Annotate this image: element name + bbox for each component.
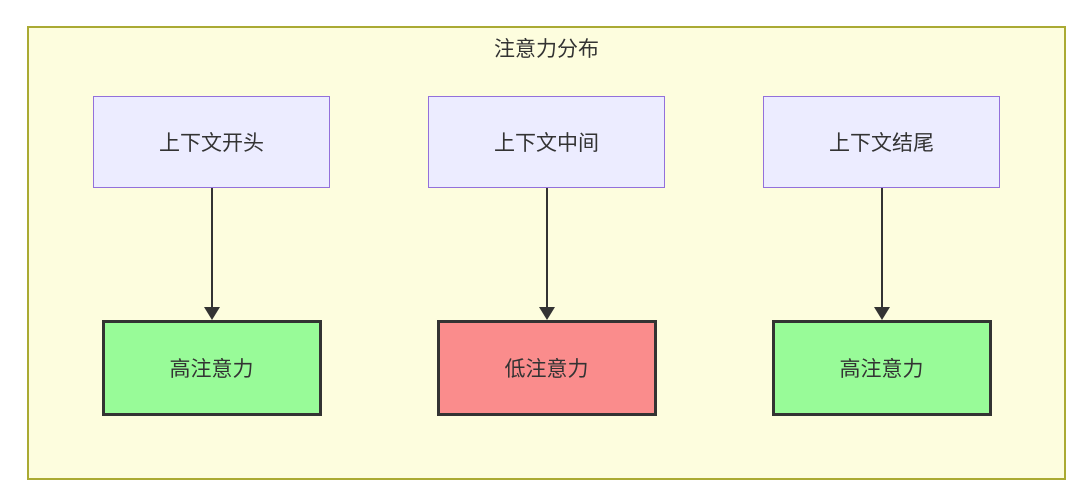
source-node-label: 上下文开头 <box>159 132 264 155</box>
arrow-line <box>545 188 548 308</box>
diagram-column-end: 上下文结尾 高注意力 <box>763 96 1000 416</box>
diagram-columns-row: 上下文开头 高注意力 上下文中间 低注意力 上下文结 <box>29 96 1064 416</box>
diagram-title: 注意力分布 <box>494 38 599 61</box>
arrow-down <box>202 188 222 320</box>
arrow-line <box>210 188 213 308</box>
diagram-column-start: 上下文开头 高注意力 <box>93 96 330 416</box>
target-node-high-attention: 高注意力 <box>771 320 992 416</box>
target-node-low-attention: 低注意力 <box>436 320 657 416</box>
arrow-down <box>537 188 557 320</box>
source-node-context-end: 上下文结尾 <box>763 96 1000 188</box>
diagram-column-middle: 上下文中间 低注意力 <box>428 96 665 416</box>
target-node-label: 高注意力 <box>839 358 924 381</box>
source-node-context-middle: 上下文中间 <box>428 96 665 188</box>
attention-distribution-diagram: 注意力分布 上下文开头 高注意力 上下文中间 低注意力 <box>27 26 1066 480</box>
arrow-line <box>880 188 883 308</box>
target-node-high-attention: 高注意力 <box>101 320 322 416</box>
arrowhead-icon <box>873 307 890 320</box>
source-node-context-start: 上下文开头 <box>93 96 330 188</box>
source-node-label: 上下文结尾 <box>829 132 934 155</box>
target-node-label: 高注意力 <box>169 358 254 381</box>
arrow-down <box>872 188 892 320</box>
source-node-label: 上下文中间 <box>494 132 599 155</box>
arrowhead-icon <box>538 307 555 320</box>
arrowhead-icon <box>203 307 220 320</box>
target-node-label: 低注意力 <box>504 358 589 381</box>
